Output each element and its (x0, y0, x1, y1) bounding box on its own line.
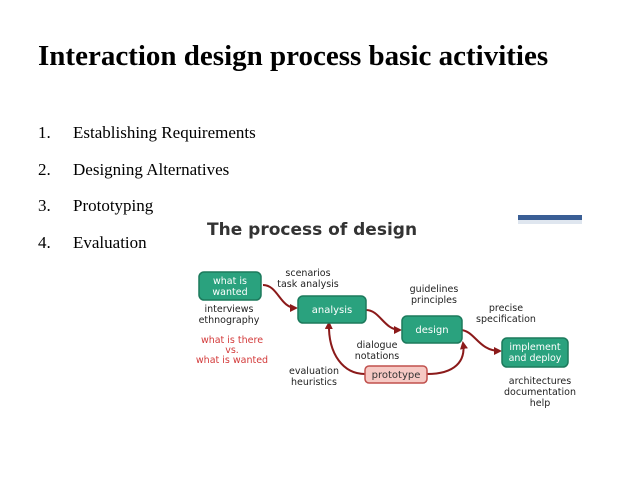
diagram-title: The process of design (207, 220, 417, 240)
activity-number: 1. (38, 123, 51, 142)
node-what-is-wanted-box (198, 271, 262, 301)
activity-number: 4. (38, 232, 51, 252)
annotation-task-analysis: task analysis (277, 279, 339, 290)
annotation-vs: vs. (225, 345, 239, 356)
node-label-line: wanted (212, 287, 247, 298)
node-design-box (401, 315, 463, 344)
arrow-analysis-to-design (365, 309, 402, 334)
annotation-ethnography: ethnography (199, 315, 260, 326)
activity-item-1: 1. Establishing Requirements (38, 122, 256, 159)
annotation-precise: precise (489, 303, 523, 314)
annotation-evaluation: evaluation (289, 366, 339, 377)
decorative-bar-top (518, 215, 582, 220)
node-design: design (401, 315, 463, 344)
activity-item-2: 2. Designing Alternatives (38, 159, 256, 196)
node-label: design (415, 325, 448, 336)
annotation-principles: principles (411, 295, 457, 306)
decorative-bar-bottom (518, 220, 582, 224)
node-prototype: prototype (364, 365, 428, 384)
activity-item-4: 4. Evaluation (38, 232, 256, 269)
activity-number: 3. (38, 196, 51, 215)
node-label-line: and deploy (509, 353, 562, 364)
diagram-svg: The process of design what is wanted ana… (196, 220, 576, 409)
activity-label: Designing Alternatives (73, 159, 230, 179)
activity-number: 2. (38, 159, 51, 179)
node-label: analysis (312, 305, 353, 316)
node-analysis-box (297, 295, 367, 324)
arrow-design-to-implement (459, 329, 502, 355)
annotation-scenarios: scenarios (285, 268, 330, 279)
annotation-specification: specification (476, 314, 536, 325)
annotation-heuristics: heuristics (291, 377, 337, 388)
activity-label: Establishing Requirements (73, 123, 256, 142)
node-implement-and-deploy: implement and deploy (501, 337, 569, 368)
annotation-what-is-wanted: what is wanted (196, 355, 268, 366)
arrow-prototype-to-design (426, 341, 468, 375)
activity-label: Evaluation (73, 232, 147, 252)
annotation-dialogue: dialogue (357, 340, 398, 351)
design-process-diagram: The process of design what is wanted ana… (190, 208, 590, 423)
annotation-documentation: documentation (504, 387, 576, 398)
annotation-help: help (530, 398, 551, 409)
node-implement-box (501, 337, 569, 368)
node-what-is-wanted: what is wanted (198, 271, 262, 301)
annotation-notations: notations (355, 351, 400, 362)
node-label-line: implement (509, 342, 561, 353)
slide-title: Interaction design process basic activit… (38, 40, 549, 72)
activity-item-3: 3. Prototyping (38, 195, 256, 232)
node-prototype-box (364, 365, 428, 384)
activities-list: 1. Establishing Requirements 2. Designing … (38, 122, 256, 268)
activity-label: Prototyping (73, 196, 154, 215)
node-analysis: analysis (297, 295, 367, 324)
annotation-what-is-there: what is there (201, 335, 263, 346)
annotation-interviews: interviews (205, 304, 254, 315)
arrow-wanted-to-analysis (262, 284, 298, 312)
node-label: prototype (372, 370, 421, 381)
arrow-prototype-to-analysis (324, 321, 366, 375)
decorative-bar (518, 215, 582, 224)
annotation-architectures: architectures (509, 376, 571, 387)
annotation-guidelines: guidelines (410, 284, 459, 295)
node-label-line: what is (213, 276, 247, 287)
